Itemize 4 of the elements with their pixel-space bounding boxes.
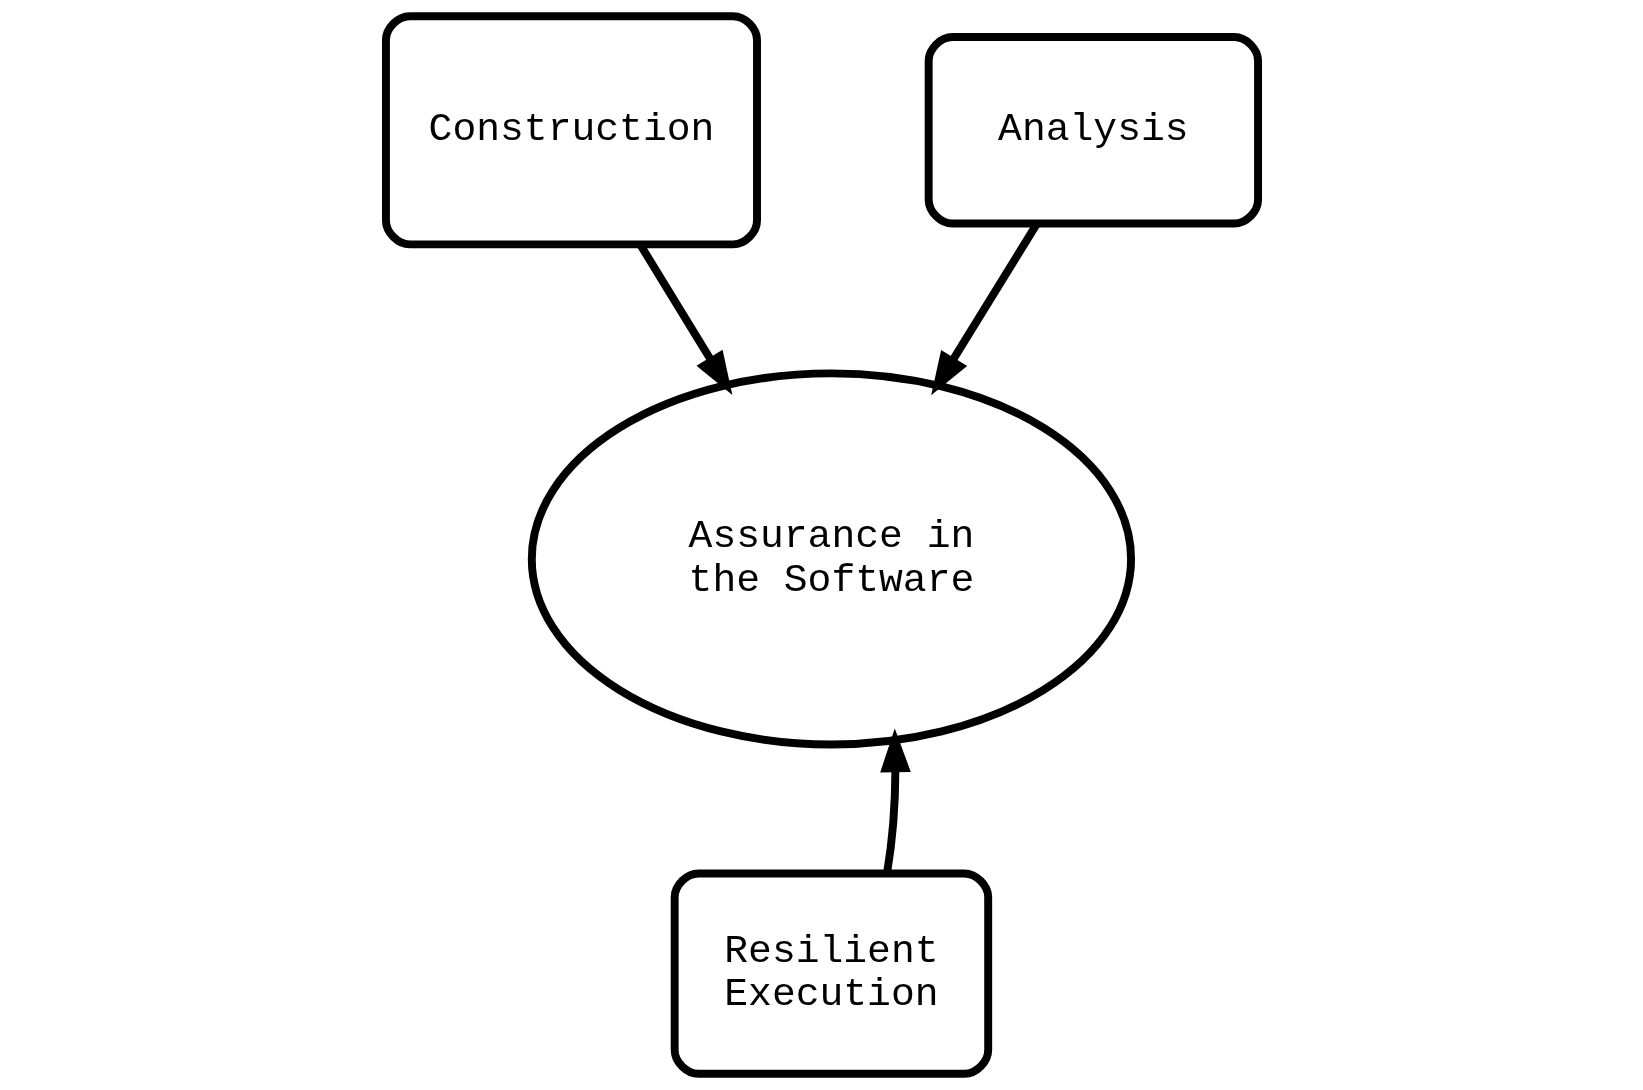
node-box: Analysis: [924, 33, 1262, 228]
node-box: Construction: [381, 12, 761, 249]
node-ellipse: Assurance in the Software: [527, 369, 1135, 749]
node-box: Resilient Execution: [670, 869, 992, 1078]
